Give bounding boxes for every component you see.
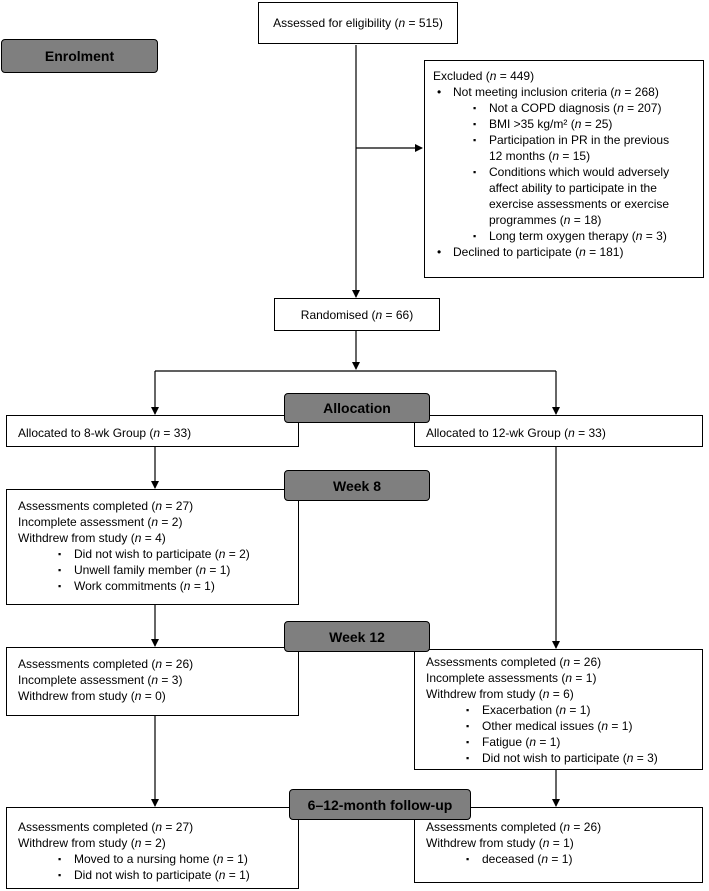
randomised-text: Randomised (n = 66) <box>300 307 414 322</box>
list-item: Did not wish to participate (n = 2) <box>18 546 298 562</box>
excluded-title: Excluded (n = 449) <box>433 69 535 83</box>
followup-8wk-list: Assessments completed (n = 27) Withdrew f… <box>18 819 298 883</box>
list-item: Unwell family member (n = 1) <box>18 562 298 578</box>
assessed-box: Assessed for eligibility (n = 515) <box>258 2 458 44</box>
week12-label: Week 12 <box>284 621 430 652</box>
list-item: Incomplete assessment (n = 3) <box>18 673 183 687</box>
list-item: Incomplete assessments (n = 1) <box>426 671 597 685</box>
week12-8wk-box: Assessments completed (n = 26) Incomplete… <box>6 647 299 716</box>
followup-label: 6–12-month follow-up <box>289 789 471 820</box>
list-item: Not a COPD diagnosis (n = 207) <box>433 100 703 116</box>
randomised-box: Randomised (n = 66) <box>274 298 440 331</box>
allocated-12wk-text: Allocated to 12-wk Group (n = 33) <box>426 426 606 440</box>
allocated-12wk-box: Allocated to 12-wk Group (n = 33) <box>414 415 703 447</box>
followup-8wk-box: Assessments completed (n = 27) Withdrew f… <box>6 807 299 889</box>
list-item: Withdrew from study (n = 0) <box>18 689 166 703</box>
week12-8wk-list: Assessments completed (n = 26) Incomplete… <box>18 656 298 704</box>
week8-label-text: Week 8 <box>333 477 381 494</box>
list-item: Assessments completed (n = 26) <box>426 820 602 834</box>
week12-12wk-box: Assessments completed (n = 26) Incomplete… <box>414 649 703 770</box>
list-item: Participation in PR in the previous <box>433 132 703 148</box>
list-item: exercise assessments or exercise <box>489 197 670 211</box>
week8-label: Week 8 <box>284 470 430 501</box>
list-item: Work commitments (n = 1) <box>18 578 298 594</box>
list-item: Withdrew from study (n = 1) <box>426 836 574 850</box>
list-item: Declined to participate (n = 181) <box>433 244 703 260</box>
week8-8wk-box: Assessments completed (n = 27) Incomplete… <box>6 489 299 605</box>
followup-12wk-list: Assessments completed (n = 26) Withdrew f… <box>426 819 702 867</box>
list-item: Withdrew from study (n = 4) <box>18 531 166 545</box>
week8-8wk-list: Assessments completed (n = 27) Incomplete… <box>18 498 298 594</box>
assessed-text: Assessed for eligibility (n = 515) <box>273 16 443 30</box>
list-item: Assessments completed (n = 26) <box>426 655 602 669</box>
list-item: Assessments completed (n = 27) <box>18 820 194 834</box>
list-item: Not meeting inclusion criteria (n = 268) <box>433 84 703 100</box>
list-item: Other medical issues (n = 1) <box>426 718 702 734</box>
enrolment-label: Enrolment <box>1 39 158 73</box>
excluded-box: Excluded (n = 449) Not meeting inclusion… <box>424 60 704 278</box>
allocated-8wk-box: Allocated to 8-wk Group (n = 33) <box>6 415 299 447</box>
list-item: Did not wish to participate (n = 3) <box>426 750 702 766</box>
list-item: BMI >35 kg/m² (n = 25) <box>433 116 703 132</box>
allocated-8wk-text: Allocated to 8-wk Group (n = 33) <box>18 426 192 440</box>
list-item: Conditions which would adversely <box>433 164 703 180</box>
followup-label-text: 6–12-month follow-up <box>307 796 453 813</box>
list-item: Long term oxygen therapy (n = 3) <box>433 228 703 244</box>
list-item: Withdrew from study (n = 2) <box>18 836 166 850</box>
list-item: Did not wish to participate (n = 1) <box>18 867 298 883</box>
allocation-label-text: Allocation <box>323 400 391 416</box>
list-item: deceased (n = 1) <box>426 851 702 867</box>
list-item: programmes (n = 18) <box>489 213 602 227</box>
list-item: 12 months (n = 15) <box>489 149 591 163</box>
week12-12wk-list: Assessments completed (n = 26) Incomplete… <box>426 654 702 766</box>
week12-label-text: Week 12 <box>329 628 385 645</box>
excluded-list: Not meeting inclusion criteria (n = 268)… <box>433 84 703 260</box>
list-item: Incomplete assessment (n = 2) <box>18 515 183 529</box>
list-item: Assessments completed (n = 27) <box>18 499 194 513</box>
list-item: Assessments completed (n = 26) <box>18 657 194 671</box>
list-item: Moved to a nursing home (n = 1) <box>18 851 298 867</box>
list-item: Fatigue (n = 1) <box>426 734 702 750</box>
list-item: Exacerbation (n = 1) <box>426 702 702 718</box>
allocation-label: Allocation <box>284 393 430 423</box>
list-item: affect ability to participate in the <box>489 181 657 195</box>
enrolment-label-text: Enrolment <box>44 48 115 64</box>
list-item: Withdrew from study (n = 6) <box>426 687 574 701</box>
